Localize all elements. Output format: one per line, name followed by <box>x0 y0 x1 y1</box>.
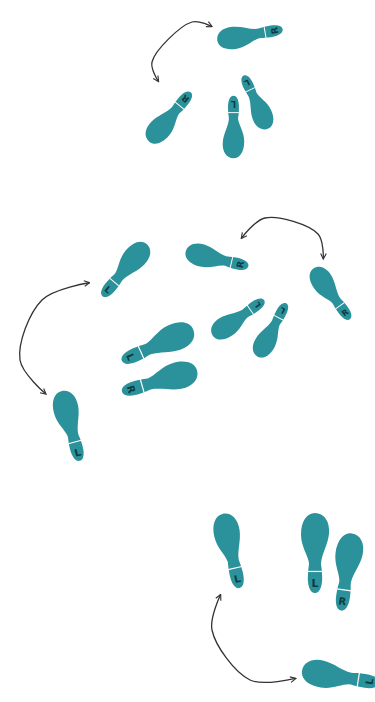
foot-sole <box>215 18 284 52</box>
heel-line <box>138 346 144 359</box>
footprint: L <box>300 512 330 594</box>
pivot-arrow <box>212 595 296 682</box>
footprint: L <box>222 95 245 159</box>
foot-sole <box>234 71 277 133</box>
footprint-shape <box>182 240 252 278</box>
footprint: L <box>92 235 156 305</box>
heel-line <box>264 26 266 38</box>
heel-line <box>109 278 119 286</box>
foot-sole <box>222 96 244 158</box>
pivot-arrow <box>242 217 324 258</box>
heel-line <box>274 315 284 320</box>
footprint-shape <box>303 261 359 326</box>
foot-sole <box>48 388 91 464</box>
pivot-arrow <box>152 22 212 82</box>
heel-line <box>230 256 233 268</box>
foot-sole <box>327 531 365 612</box>
footprint: L <box>298 656 375 697</box>
pivot-arrow <box>20 283 89 394</box>
foot-sole <box>183 241 251 277</box>
heel-line <box>335 302 344 309</box>
foot-letter: R <box>327 595 357 609</box>
footprint-shape <box>209 510 254 592</box>
footprint: R <box>182 240 252 278</box>
heel-line <box>357 673 359 687</box>
heel-line <box>175 102 184 110</box>
footprint-shape <box>214 17 285 52</box>
heel-line <box>246 305 253 314</box>
heel-line <box>140 379 144 393</box>
foot-sole <box>304 262 358 325</box>
footprint: L <box>233 70 278 134</box>
footprint-shape <box>47 387 92 465</box>
foot-sole <box>93 236 155 303</box>
footprint: R <box>214 17 285 52</box>
footprint-shape <box>92 235 156 305</box>
footprint-shape <box>140 84 201 150</box>
foot-letter: L <box>300 578 330 589</box>
heel-line <box>336 589 350 591</box>
foot-sole <box>118 357 200 405</box>
foot-sole <box>210 511 253 591</box>
foot-sole <box>249 298 296 361</box>
footprint: R <box>303 261 359 326</box>
footprint: L <box>209 510 254 592</box>
footprint-shape <box>233 70 278 134</box>
foot-sole <box>299 657 375 696</box>
heel-line <box>308 571 323 572</box>
footprint-shape <box>298 656 375 697</box>
foot-sole <box>301 513 329 593</box>
foot-letter: L <box>222 99 245 107</box>
foot-letter: L <box>363 667 375 697</box>
foot-sole <box>141 85 200 149</box>
heel-line <box>68 440 81 443</box>
footprint: R <box>326 530 366 613</box>
footprint: L <box>47 387 92 465</box>
foot-letter: R <box>269 18 282 43</box>
heel-line <box>228 567 242 570</box>
footprint: R <box>140 84 201 150</box>
heel-line <box>227 112 239 113</box>
heel-line <box>245 87 255 92</box>
